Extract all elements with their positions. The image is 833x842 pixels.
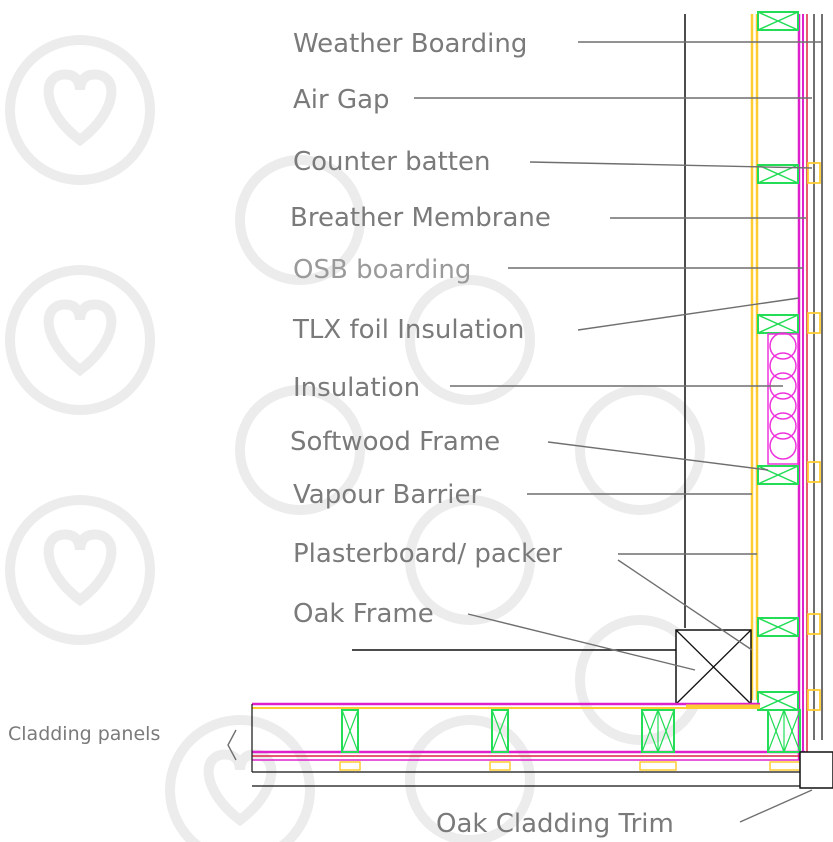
label-counter-batten: Counter batten [293, 147, 490, 177]
label-plasterboard-packer: Plasterboard/ packer [293, 539, 562, 569]
background-pattern [5, 35, 705, 842]
pattern-heart-5 [235, 155, 705, 842]
horizontal-wall [251, 702, 805, 787]
pattern-heart-4 [165, 715, 315, 842]
labels: Weather Boarding Air Gap Counter batten … [8, 29, 674, 839]
label-softwood-frame: Softwood Frame [290, 427, 500, 457]
horizontal-frame-members [339, 709, 801, 771]
pattern-heart-2 [5, 265, 155, 415]
leader-counter-batten [529, 161, 813, 169]
label-tlx-foil-insulation: TLX foil Insulation [292, 315, 524, 345]
label-osb-boarding: OSB boarding [293, 255, 471, 285]
label-oak-cladding-trim: Oak Cladding Trim [436, 809, 674, 839]
label-vapour-barrier: Vapour Barrier [293, 480, 481, 510]
leader-cladding-panels [227, 729, 237, 761]
label-weather-boarding: Weather Boarding [293, 29, 527, 59]
pattern-heart-1 [5, 35, 155, 185]
label-air-gap: Air Gap [293, 85, 390, 115]
label-oak-frame: Oak Frame [293, 599, 434, 629]
oak-frame-post [675, 629, 752, 705]
insulation-fill [767, 332, 799, 465]
leader-softwood-frame [547, 441, 769, 471]
counter-battens [807, 162, 821, 711]
leader-oak-frame [467, 613, 696, 671]
inner-room-lines [352, 14, 686, 651]
label-insulation: Insulation [293, 373, 420, 403]
leader-cladding-trim [739, 789, 813, 823]
softwood-frame-members [757, 11, 799, 711]
label-breather-membrane: Breather Membrane [290, 203, 551, 233]
leader-plasterboard-diag [617, 559, 753, 651]
oak-cladding-trim-shape [799, 751, 833, 789]
leader-lines [227, 41, 822, 823]
pattern-heart-3 [5, 495, 155, 645]
label-cladding-panels: Cladding panels [8, 723, 160, 745]
leader-tlx-foil [577, 297, 800, 331]
